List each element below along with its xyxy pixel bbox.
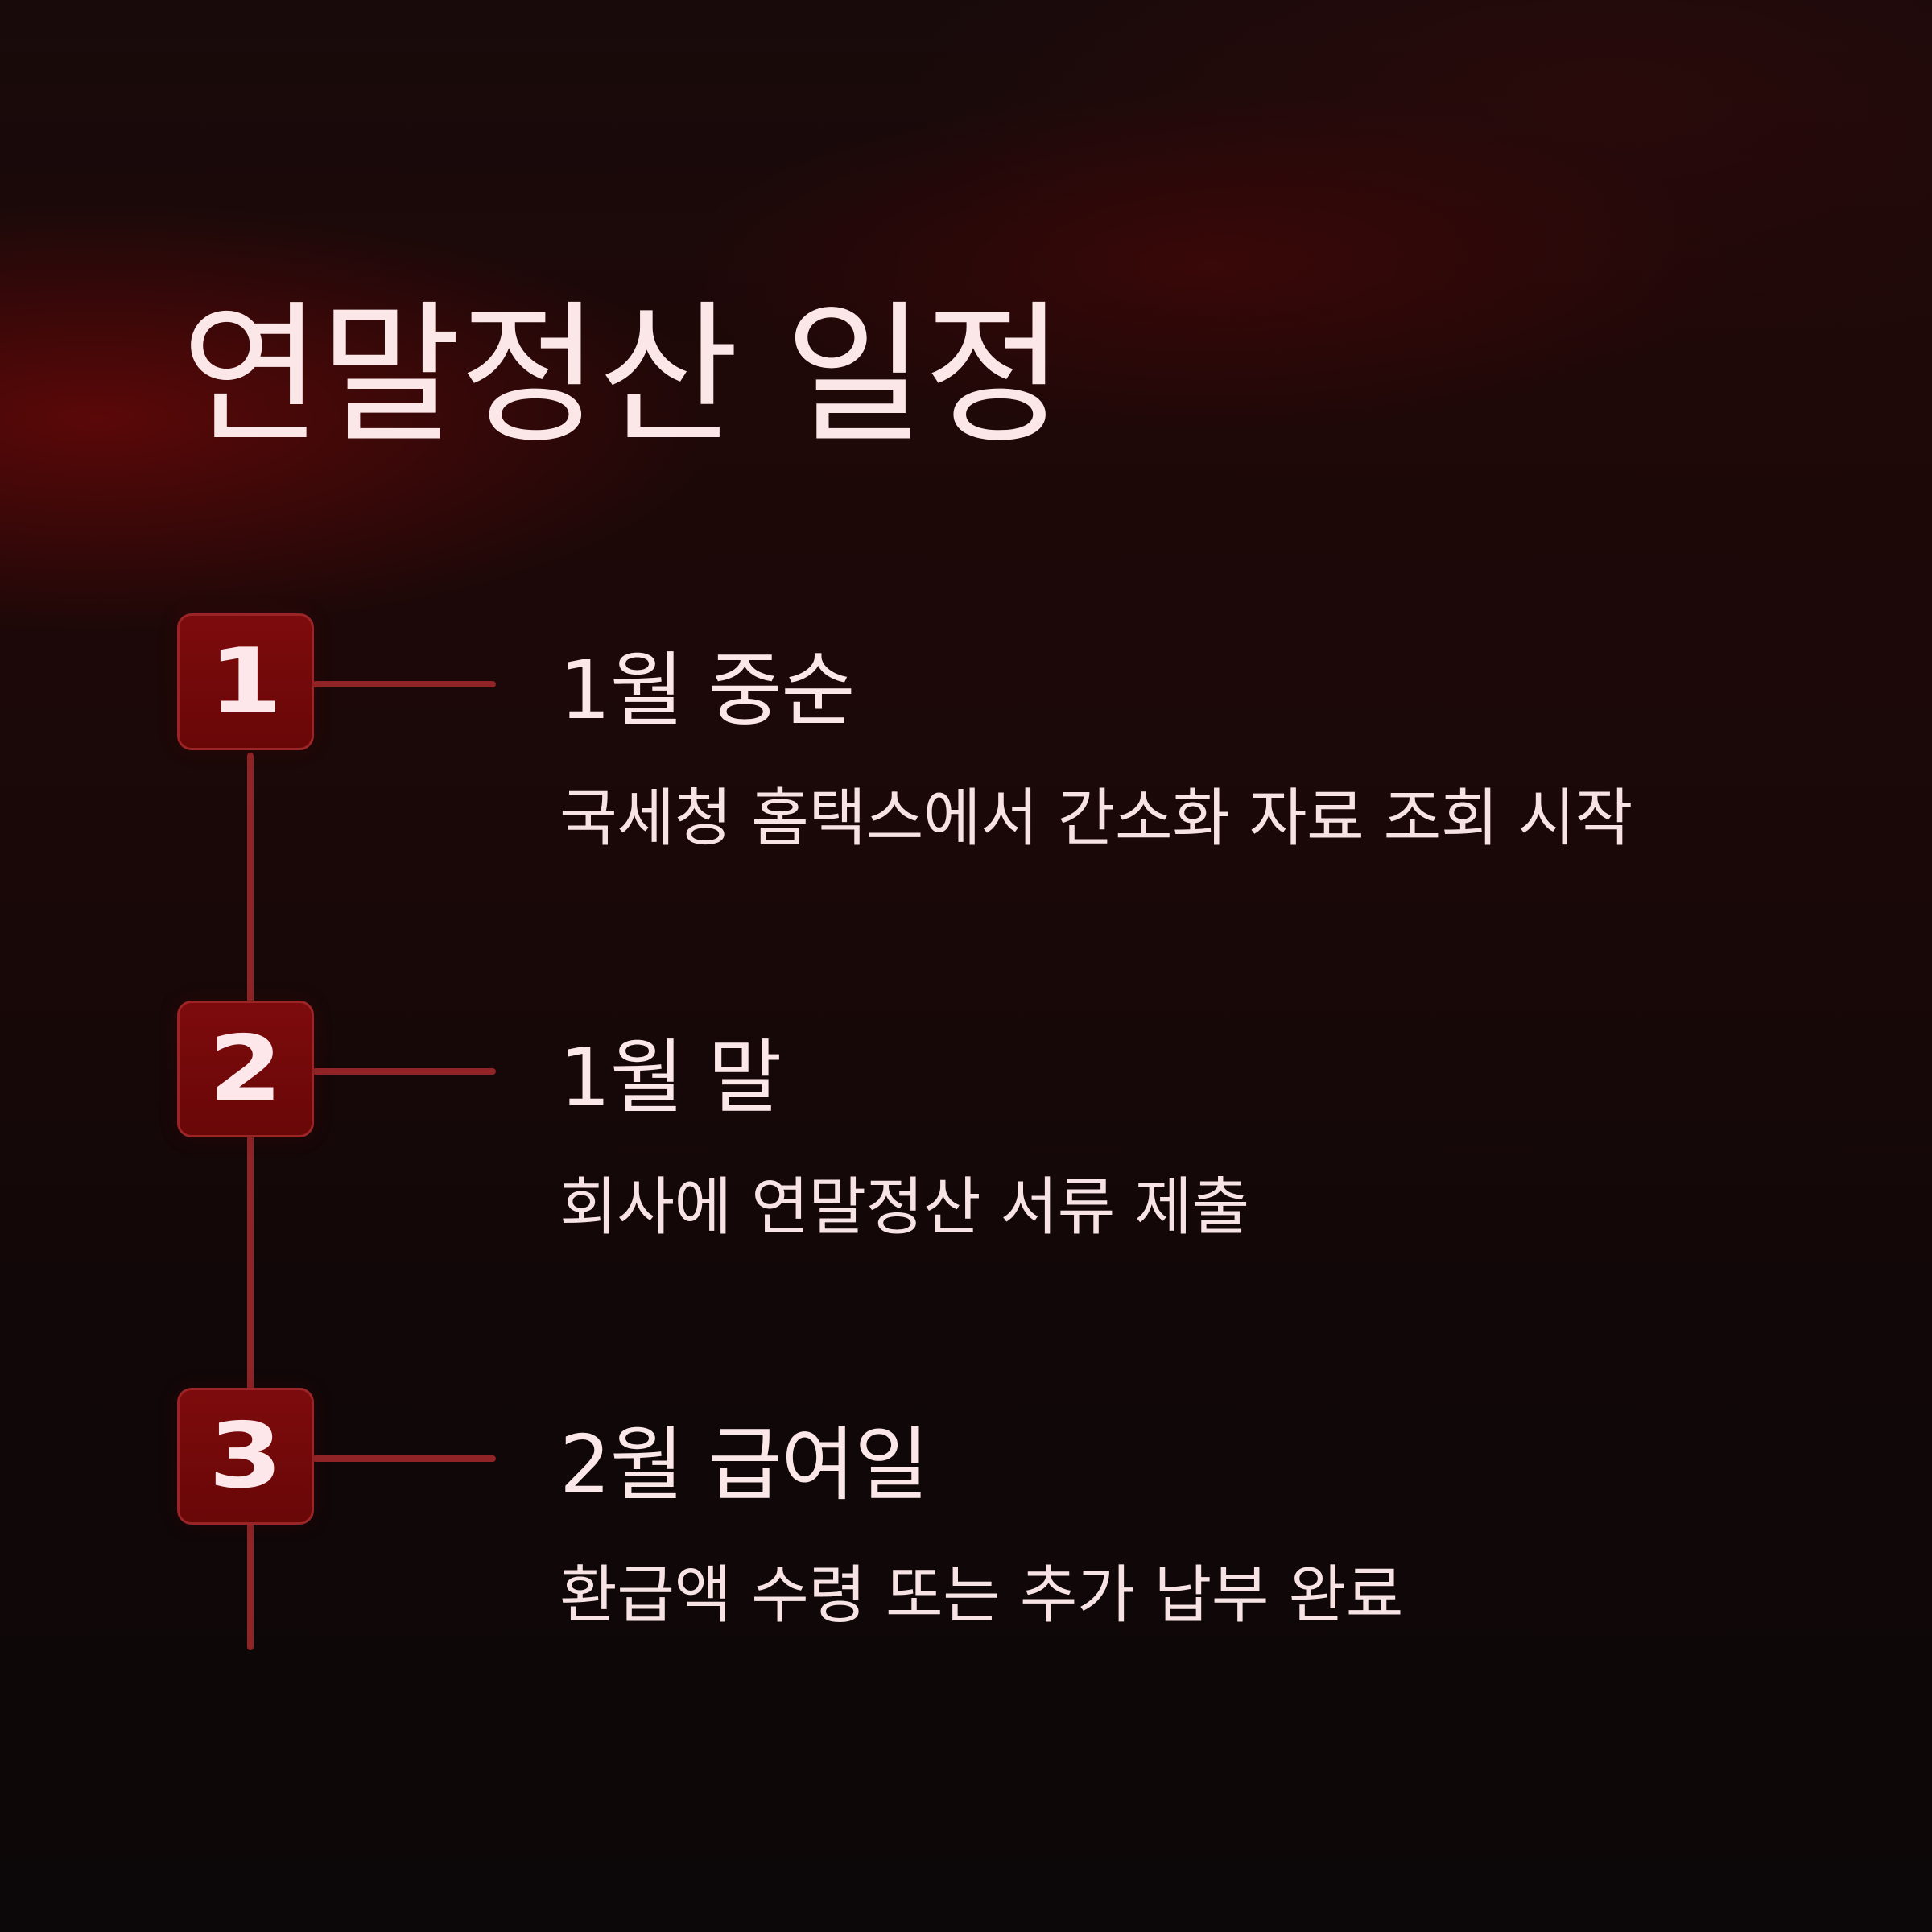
step-3-description: 환급액 수령 또는 추가 납부 완료 <box>559 1559 1403 1632</box>
step-1-description: 국세청 홈택스에서 간소화 자료 조회 시작 <box>559 782 1633 855</box>
step-2-description: 회사에 연말정산 서류 제출 <box>559 1171 1249 1244</box>
step-3-connector <box>312 1455 496 1462</box>
step-1-title: 1월 중순 <box>559 643 855 737</box>
step-3-number: 3 <box>208 1404 283 1509</box>
step-3-title: 2월 급여일 <box>559 1418 928 1512</box>
timeline-vertical-line <box>247 753 254 1650</box>
page-title: 연말정산 일정 <box>181 287 1064 464</box>
step-2-connector <box>312 1068 496 1075</box>
step-1-number: 1 <box>208 630 283 734</box>
step-2-title: 1월 말 <box>559 1030 782 1125</box>
step-2-number: 2 <box>208 1017 283 1121</box>
step-3-badge: 3 <box>177 1388 314 1525</box>
step-2-badge: 2 <box>177 1001 314 1137</box>
step-1-badge: 1 <box>177 613 314 750</box>
step-1-connector <box>312 681 496 687</box>
